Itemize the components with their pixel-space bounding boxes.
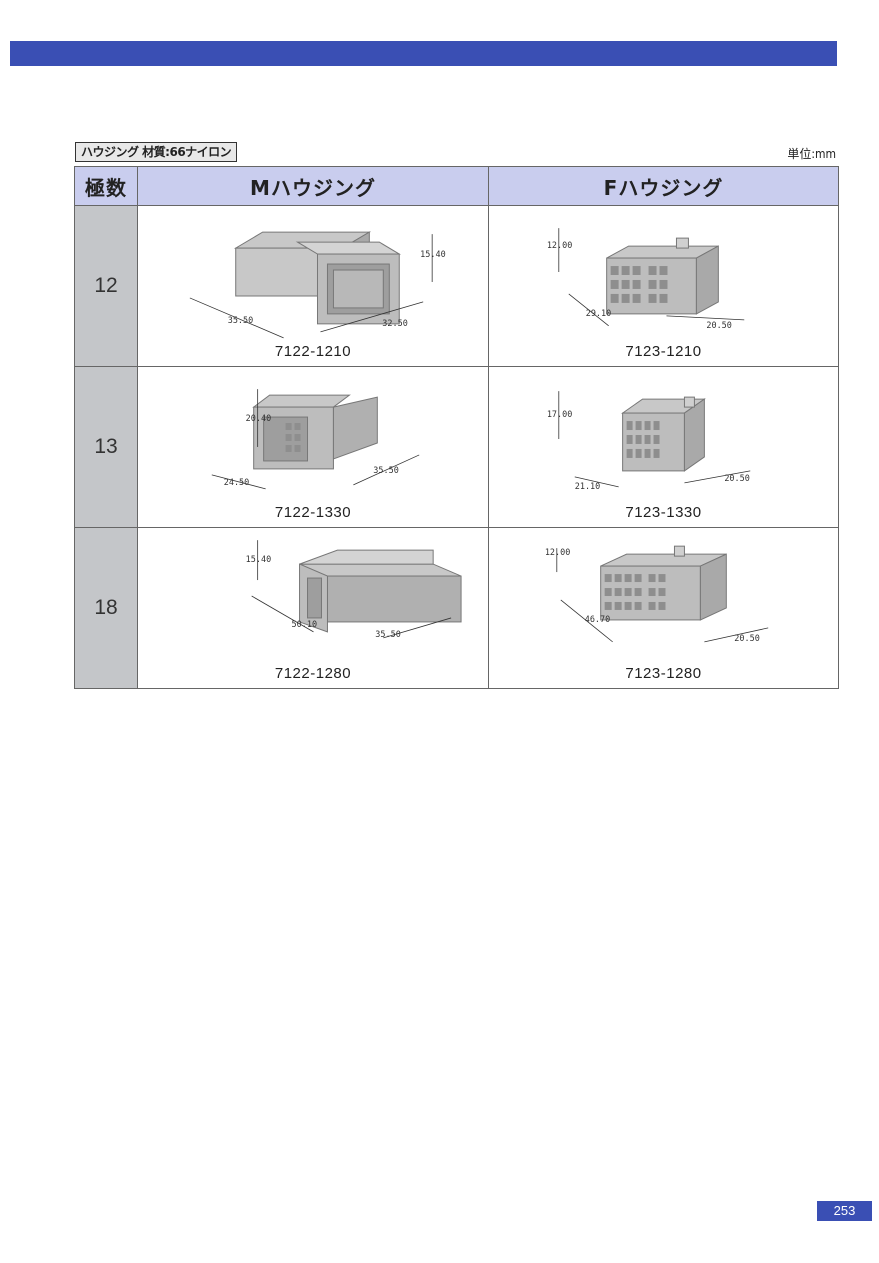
- dim-height: 15.40: [420, 249, 446, 259]
- unit-label: 単位:mm: [787, 147, 836, 161]
- dim-width: 32.50: [382, 318, 407, 328]
- m-housing-13-drawing: 20.40 24.50 35.50: [211, 389, 420, 490]
- m-housing-cell: 15.40 50.10 35.50 7122-1280: [137, 527, 489, 689]
- dim-depth: 21.10: [575, 481, 601, 491]
- dim-width: 35.50: [375, 629, 401, 639]
- m-housing-cell: 20.40 24.50 35.50 7122-1330: [137, 366, 489, 528]
- table-header-row: 極数 Mハウジング Fハウジング: [74, 166, 839, 206]
- pole-count: 18: [74, 527, 138, 689]
- m-housing-cell: 15.40 35.50 32.50 7122-1210: [137, 205, 489, 367]
- pole-count: 13: [74, 366, 138, 528]
- dim-width: 20.50: [724, 473, 750, 483]
- f-housing-cell: 12.00 46.70 20.50 7123-1280: [488, 527, 839, 689]
- table-row: 13: [74, 366, 839, 528]
- part-number: 7122-1280: [274, 665, 352, 682]
- dim-depth: 35.50: [228, 315, 254, 325]
- part-number: 7122-1330: [274, 504, 352, 521]
- housing-table: 極数 Mハウジング Fハウジング 12: [74, 166, 839, 689]
- f-housing-12-drawing: 12.00 29.10 20.50: [547, 228, 745, 330]
- material-label: ハウジング 材質:66ナイロン: [75, 142, 238, 162]
- dim-height: 20.40: [246, 413, 272, 423]
- dim-depth: 24.50: [224, 477, 250, 487]
- header-f-housing: Fハウジング: [488, 166, 839, 206]
- dim-depth: 29.10: [586, 308, 612, 318]
- part-number: 7123-1330: [625, 504, 702, 521]
- m-housing-18-drawing: 15.40 50.10 35.50: [246, 540, 462, 639]
- page-number: 253: [817, 1201, 872, 1221]
- m-housing-12-drawing: 15.40 35.50 32.50: [189, 231, 446, 339]
- header-pole-count: 極数: [74, 166, 138, 206]
- dim-width: 20.50: [706, 320, 732, 330]
- part-number: 7123-1210: [625, 343, 702, 360]
- dim-width: 35.50: [373, 465, 399, 475]
- dim-height: 15.40: [246, 554, 272, 564]
- header-m-housing: Mハウジング: [137, 166, 489, 206]
- dim-height: 12.00: [547, 240, 573, 250]
- f-housing-13-drawing: 17.00 21.10 20.50: [547, 391, 751, 491]
- dim-depth: 50.10: [292, 619, 318, 629]
- f-housing-cell: 12.00 29.10 20.50 7123-1210: [488, 205, 839, 367]
- f-housing-18-drawing: 12.00 46.70 20.50: [545, 545, 769, 643]
- table-row: 18 15.40 50.10: [74, 527, 839, 689]
- dim-height: 12.00: [545, 547, 570, 557]
- header-bar: [10, 41, 837, 66]
- pole-count: 12: [74, 205, 138, 367]
- dim-depth: 46.70: [585, 614, 611, 624]
- f-housing-cell: 17.00 21.10 20.50 7123-1330: [488, 366, 839, 528]
- part-number: 7122-1210: [274, 343, 352, 360]
- table-row: 12: [74, 205, 839, 367]
- dim-width: 20.50: [734, 633, 760, 643]
- dim-height: 17.00: [547, 409, 573, 419]
- part-number: 7123-1280: [625, 665, 702, 682]
